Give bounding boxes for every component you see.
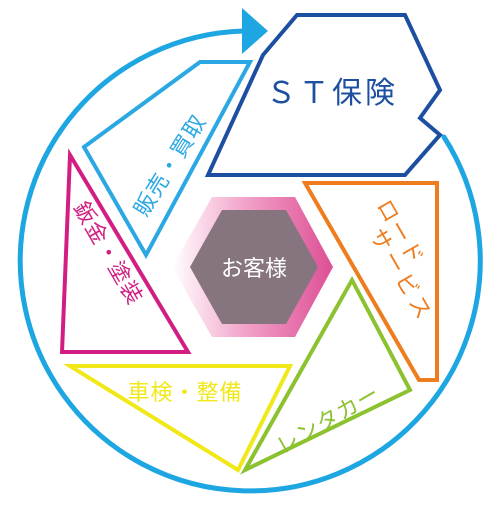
hub-face bbox=[190, 210, 318, 324]
center-hub[interactable]: お客様 bbox=[172, 197, 333, 337]
cycle-ring bbox=[17, 28, 483, 494]
cycle-arrowhead-icon bbox=[242, 8, 268, 54]
segment-label-st-hoken: ＳＴ保険 bbox=[266, 76, 398, 111]
segment-label-shaken-seibi: 車検・整備 bbox=[127, 381, 242, 406]
segment-shaken-seibi[interactable]: 車検・整備 bbox=[62, 364, 294, 473]
center-label: お客様 bbox=[221, 257, 287, 282]
segment-hanbai-kaitori[interactable]: 販売・買取 bbox=[81, 60, 254, 260]
segment-st-hoken[interactable]: ＳＴ保険 bbox=[204, 13, 443, 177]
